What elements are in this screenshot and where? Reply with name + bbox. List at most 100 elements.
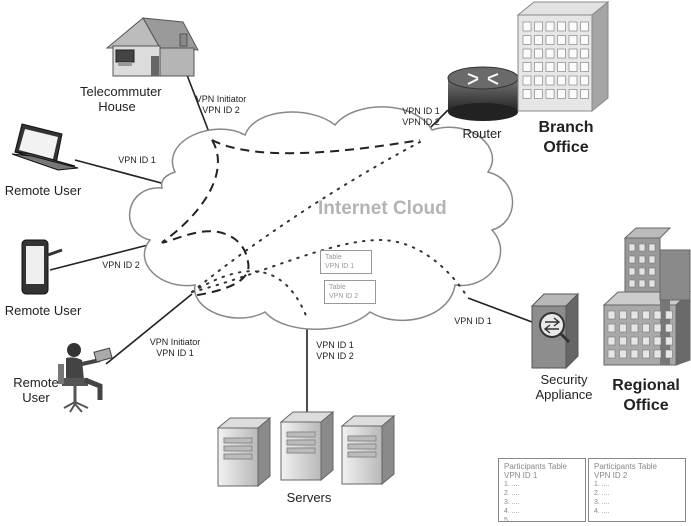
security-vpn-label: VPN ID 1 [454,316,492,326]
window [607,349,616,359]
window [557,89,566,99]
remote-user-person-label: Remote User [8,375,64,405]
window [568,21,578,32]
window [648,243,656,252]
telecommuter-label-line1: Telecommuter [80,84,162,99]
window [545,48,555,59]
window [568,62,578,72]
window [653,349,662,359]
participants-table-title: Participants Table [504,462,567,471]
branch-windows [522,21,589,99]
window [665,310,673,320]
window [545,21,555,32]
window [653,336,662,346]
window [648,255,656,264]
participants-row: 2. .... [594,490,610,497]
window [557,48,566,59]
cloud-table-vpn1: Table VPN ID 1 [320,250,372,274]
laptop-vpn-label: VPN ID 1 [118,155,156,165]
window [522,48,532,59]
window [580,62,589,72]
window [642,310,650,320]
window [580,89,589,99]
house-vpn-line2: VPN ID 2 [202,105,240,115]
window [522,35,532,45]
router-label: Router [462,126,502,141]
window [522,75,532,86]
servers-vpn-label: VPN ID 1 VPN ID 2 [310,340,360,362]
window [630,349,639,359]
window [665,349,673,359]
window [557,21,566,32]
window [580,48,589,59]
window [522,21,532,32]
window [642,349,650,359]
remote-user-person-line2: User [22,390,50,405]
window [545,75,555,86]
participants-row: 5. .... [504,517,520,524]
window [638,243,646,252]
security-appliance-icon [530,292,580,370]
window [557,62,566,72]
tablet-icon [21,239,63,295]
person-icon [58,343,113,413]
house-icon [105,17,199,77]
participants-row: 1. .... [504,481,520,488]
internet-cloud [128,106,514,330]
window [665,323,673,333]
participants-row: 4. .... [504,508,520,515]
house-vpn-line1: VPN Initiator [195,94,247,104]
participants-row: 4. .... [594,508,610,515]
window [557,75,566,86]
house-vpn-label: VPN Initiator VPN ID 2 [188,94,254,116]
router-vpn-label: VPN ID 1 VPN ID 2 [396,106,446,128]
participants-table-title: Participants Table [594,462,657,471]
window [568,35,578,45]
cloud-table-title: Table [325,254,342,261]
window [630,323,639,333]
window [630,336,639,346]
dotted-route-servers [191,270,308,319]
window [648,279,656,288]
window [522,62,532,72]
window [568,89,578,99]
person-vpn-line2: VPN ID 1 [156,348,194,358]
window [638,279,646,288]
window [642,336,650,346]
security-appliance-line2: Appliance [535,387,593,402]
remote-user-person-line1: Remote [13,375,59,390]
regional-office-line1: Regional [612,377,680,394]
window [665,336,673,346]
dashed-route-left [161,139,250,297]
telecommuter-label: Telecommuter House [80,84,162,114]
window [628,243,636,252]
window [638,255,646,264]
window [580,21,589,32]
router-vpn-line2: VPN ID 2 [402,117,440,127]
person-vpn-label: VPN Initiator VPN ID 1 [142,337,208,359]
router-icon [447,66,519,121]
window [619,349,627,359]
window [557,35,566,45]
connector-lines [49,74,533,415]
participants-row: 1. .... [594,481,610,488]
participants-row: 2. .... [504,490,520,497]
window [580,75,589,86]
link-security [467,297,533,323]
participants-row: 3. .... [504,499,520,506]
cloud-table-row: VPN ID 1 [325,263,355,270]
window [607,310,616,320]
link-person [105,293,193,365]
participants-table-vpn2: Participants Table VPN ID 2 1. .... 2. .… [588,458,686,522]
tablet-vpn-label: VPN ID 2 [102,260,140,270]
link-tablet [49,244,149,271]
window [534,75,543,86]
window [522,89,532,99]
cloud-table-vpn2: Table VPN ID 2 [324,280,376,304]
security-appliance-line1: Security [540,372,588,387]
laptop-icon [11,123,79,171]
window [630,310,639,320]
security-appliance-label: Security Appliance [526,372,602,402]
window [545,62,555,72]
window [638,267,646,276]
